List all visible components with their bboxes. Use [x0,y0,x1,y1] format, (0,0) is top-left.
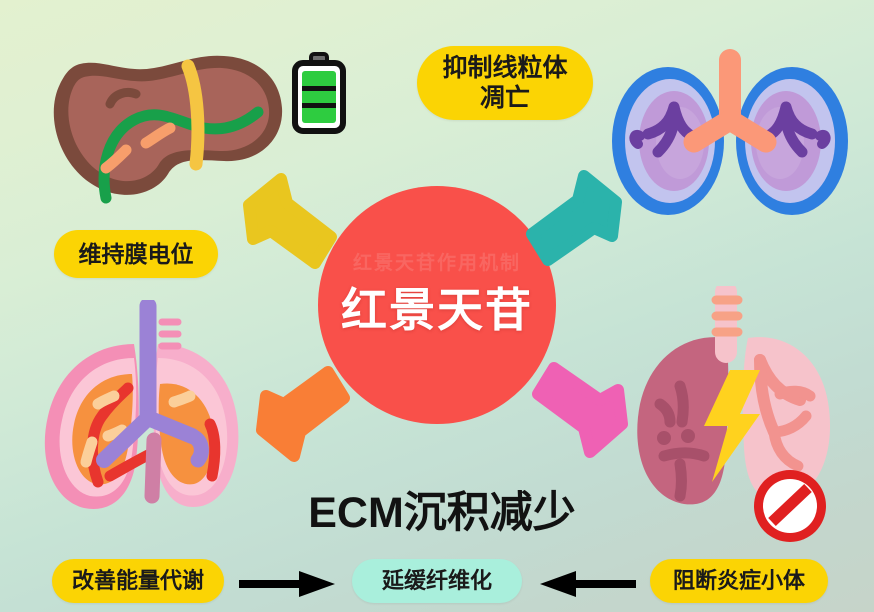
kidneys-icon [596,44,864,226]
central-faint-overlay-text: 红景天苷作用机制 [352,252,521,273]
arrow-down-left-icon [246,360,360,472]
badge-apoptosis-line2: 凋亡 [479,84,530,112]
lungs-icon [22,297,276,514]
badge-block-inflammasome[interactable]: 阻断炎症小体 [650,559,828,603]
badge-delay-fibrosis[interactable]: 延缓纤维化 [352,559,522,603]
liver-icon [28,28,294,204]
ecm-reduction-heading: ECM沉积减少 [308,489,576,537]
arrow-up-right-icon [512,160,630,278]
arrow-down-right-icon [520,356,636,468]
arrow-up-left-icon [235,165,347,277]
lungs-inflamed-icon [608,281,864,522]
battery-full-icon [288,52,350,136]
prohibition-sign-icon [750,466,830,546]
arrow-left-icon [534,567,638,601]
badge-maintain-membrane-potential[interactable]: 维持膜电位 [54,230,218,278]
badge-apoptosis-line1: 抑制线粒体 [442,53,568,82]
badge-improve-energy-metabolism[interactable]: 改善能量代谢 [52,559,224,603]
arrow-right-icon [237,567,341,601]
central-compound-circle [318,186,556,424]
badge-inhibit-mitochondrial-apoptosis[interactable]: 抑制线粒体 凋亡 [417,46,593,120]
central-compound-label: 红景天苷 [341,284,533,336]
